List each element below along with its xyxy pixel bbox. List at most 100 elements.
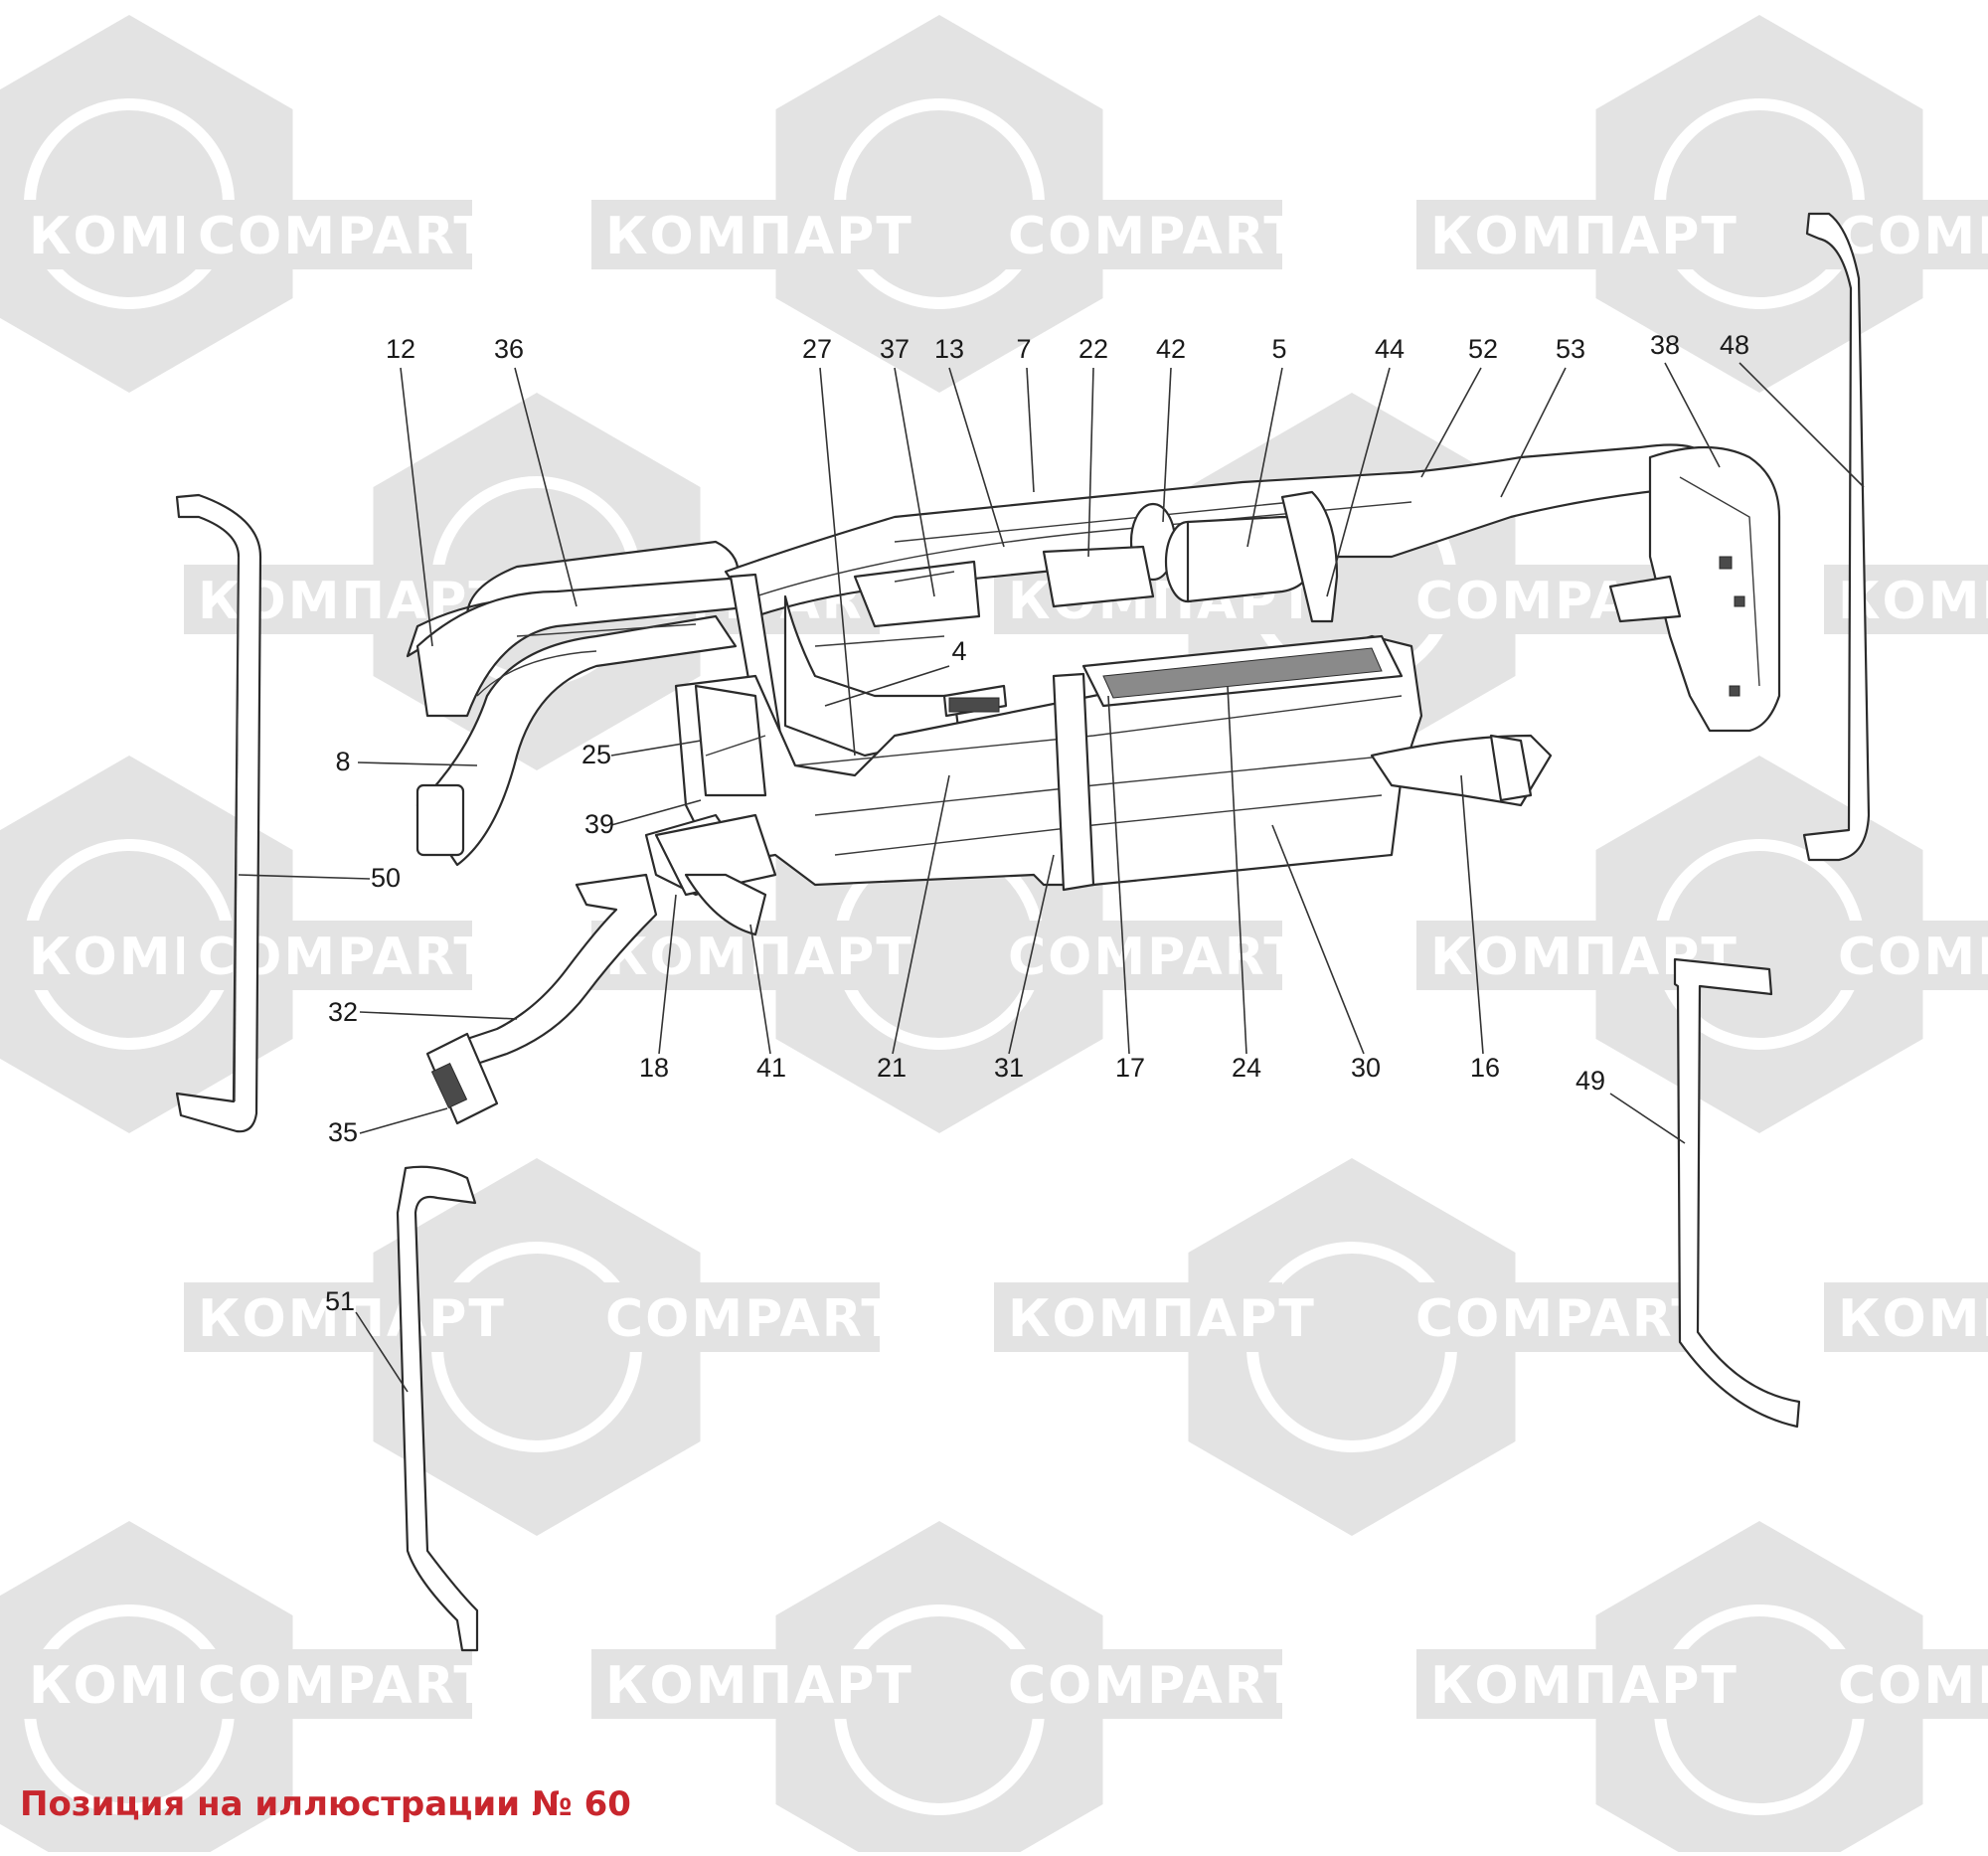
callout-5: 5 [1271,334,1286,364]
part-38-right-end-bracket [1608,445,1781,733]
watermark-band [184,200,472,269]
part-25-left-lower-bracket [654,684,777,936]
callout-21: 21 [877,1053,907,1083]
callout-53: 53 [1556,334,1585,364]
watermark-band [591,1649,880,1719]
leader-line-53 [1500,367,1567,498]
callout-25: 25 [581,740,611,769]
watermark-layer: КОМПАРТ COMPART КОМПАРТ COMPART КОМПАРТ COMPA… [0,15,1988,1856]
callout-39: 39 [584,809,614,839]
watermark-band [1824,1649,1988,1719]
leader-line-18 [658,894,677,1055]
leader-line-36 [514,367,578,607]
callout-37: 37 [880,334,910,364]
leader-line-4 [824,665,950,707]
callout-41: 41 [756,1053,786,1083]
watermark-band [1824,921,1988,990]
callout-50: 50 [371,863,401,893]
callout-36: 36 [494,334,524,364]
watermark-band [1416,200,1705,269]
leader-line-49 [1609,1093,1686,1144]
callout-4: 4 [951,636,966,666]
leader-line-48 [1739,362,1865,488]
watermark-band [994,200,1282,269]
leader-line-37 [894,367,935,597]
callout-32: 32 [328,997,358,1027]
part-24-crossbeam-frame [644,634,1553,897]
watermark-text: COMPART [1008,1656,1301,1716]
part-50-left-tube [175,493,262,1133]
watermark-text: COMPART [1838,928,1988,987]
callout-16: 16 [1470,1053,1500,1083]
callout-18: 18 [639,1053,669,1083]
watermark-text: КОМПАРТ [1008,1289,1316,1349]
leader-line-17 [1107,695,1130,1055]
watermark-text: COMPART [605,1289,899,1349]
callout-30: 30 [1351,1053,1381,1083]
leader-line-51 [355,1311,409,1393]
leader-line-27 [819,367,856,757]
watermark-text: COMPART [1838,1656,1988,1716]
watermark-band [1416,921,1705,990]
watermark-text: КОМПАРТ [1430,1656,1739,1716]
watermark-hexagon [1188,1158,1516,1536]
callout-31: 31 [994,1053,1024,1083]
leader-line-7 [1026,367,1035,493]
callout-13: 13 [934,334,964,364]
watermark-band [591,200,880,269]
watermark-text: COMPART [1838,207,1988,266]
callout-8: 8 [335,747,350,776]
leader-line-35 [359,1107,448,1134]
leader-line-13 [948,367,1005,548]
watermark-band [1402,1282,1690,1352]
watermark-band [1416,1649,1705,1719]
leader-line-8 [357,761,478,766]
callout-35: 35 [328,1117,358,1147]
callout-49: 49 [1575,1066,1605,1096]
leader-line-44 [1326,367,1391,597]
watermark-text: КОМПАРТ [605,207,913,266]
leader-line-16 [1460,774,1484,1055]
part-32-lower-vent-duct [425,873,658,1125]
watermark-band [184,921,472,990]
leader-line-31 [1008,854,1055,1055]
callout-44: 44 [1375,334,1405,364]
leader-line-39 [610,799,702,826]
watermark-band [994,1282,1282,1352]
watermark-text: COMPART [1008,207,1301,266]
leader-line-50 [238,874,371,880]
watermark-hexagon [1595,15,1923,393]
callout-52: 52 [1468,334,1498,364]
leader-line-30 [1271,824,1365,1055]
callout-42: 42 [1156,334,1186,364]
dashboard-assembly-drawing [175,212,1871,1652]
watermark-band [591,1282,880,1352]
leader-line-5 [1246,367,1283,548]
part-48-right-upper-tube [1802,212,1871,862]
callout-22: 22 [1078,334,1108,364]
watermark-text: КОМПАРТ [1430,207,1739,266]
part-49-right-lower-tube [1673,957,1801,1429]
watermark-band [994,1649,1282,1719]
callout-12: 12 [386,334,415,364]
leader-line-21 [892,774,950,1055]
leader-line-12 [400,367,433,647]
watermark-text: КОМПАРТ [1838,1289,1988,1349]
part-42-defroster-nozzles [1129,490,1339,623]
watermark-text: COMPART [1415,1289,1709,1349]
part-51-left-lower-tube [396,1165,479,1652]
watermark-text: COMPART [198,1656,491,1716]
callout-7: 7 [1016,334,1031,364]
watermark-text: COMPART [1008,928,1301,987]
watermark-band [184,1649,472,1719]
position-caption: Позиция на иллюстрации № 60 [20,1784,631,1824]
leader-lines [238,362,1865,1393]
callout-38: 38 [1650,330,1680,360]
callout-24: 24 [1232,1053,1261,1083]
callout-51: 51 [325,1286,355,1316]
callout-17: 17 [1115,1053,1145,1083]
leader-line-52 [1420,367,1482,478]
callout-27: 27 [802,334,832,364]
